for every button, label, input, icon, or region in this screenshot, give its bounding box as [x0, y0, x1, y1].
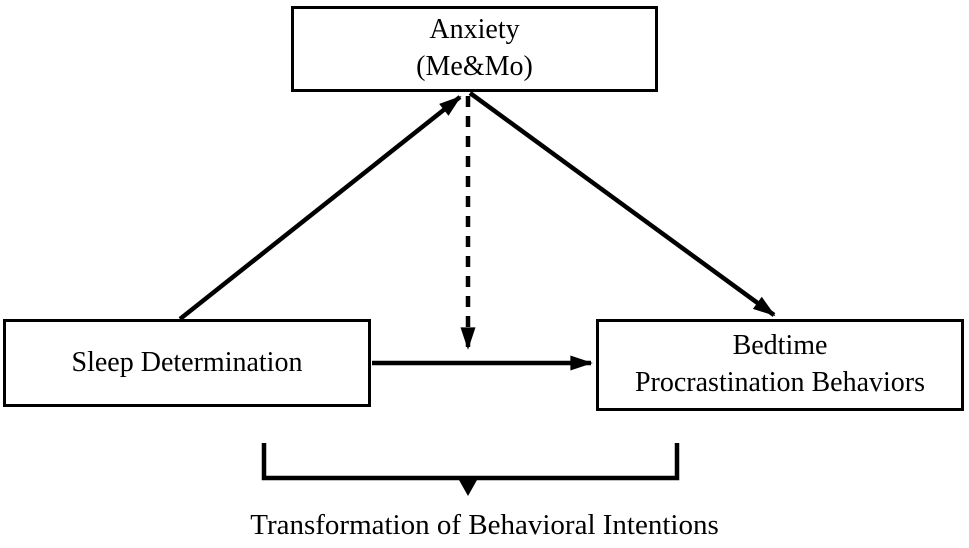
arrow-anxiety-to-bedtime [468, 91, 776, 317]
bracket [261, 443, 680, 481]
node-bedtime-procrastination: Bedtime Procrastination Behaviors [596, 319, 964, 411]
node-anxiety-label-line2: (Me&Mo) [416, 51, 533, 82]
node-anxiety-label-line1: Anxiety [429, 14, 520, 46]
node-bedtime-label-line1: Bedtime [732, 330, 828, 362]
node-sleep-determination: Sleep Determination [3, 319, 371, 407]
node-bedtime-label-line2: Procrastination Behaviors [634, 367, 926, 398]
bracket-arrowhead-icon [459, 480, 477, 496]
node-sleep-determination-label: Sleep Determination [71, 346, 303, 378]
figure-caption: Transformation of Behavioral Intentions [250, 509, 719, 541]
node-anxiety: Anxiety (Me&Mo) [291, 6, 658, 92]
arrow-sleep-to-anxiety [178, 95, 462, 321]
